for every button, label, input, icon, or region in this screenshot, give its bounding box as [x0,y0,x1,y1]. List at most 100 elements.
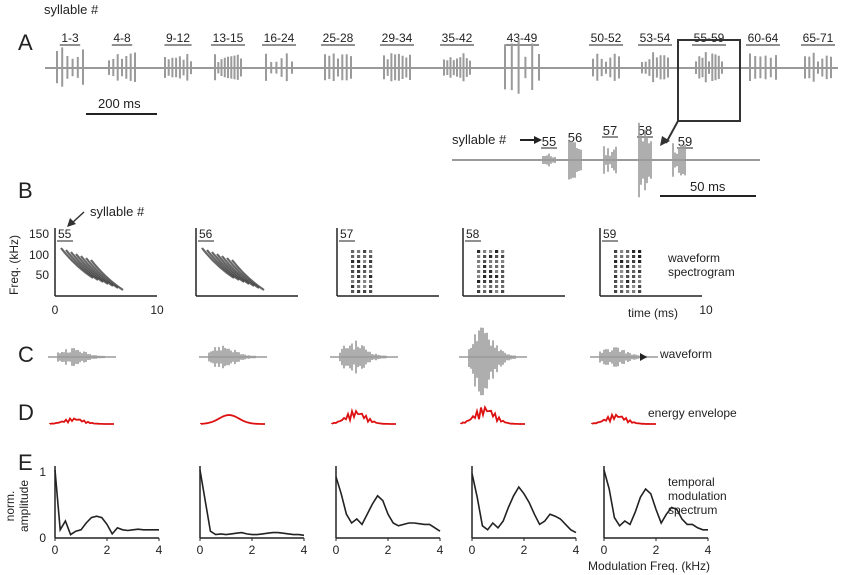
spectrogram-cell [477,250,481,253]
spectrum-x-tick-label: 2 [521,543,528,557]
syllable-group-waveform [695,52,723,83]
spectrogram-cell [501,265,505,268]
panel-a-waveform [56,39,832,94]
spectrogram-cell [626,275,630,278]
panel-b-ytick-50: 50 [36,268,50,282]
spectrogram-cell [483,270,487,273]
syllable-group-label: 53-54 [640,31,671,45]
spectrogram-cell [638,290,642,293]
panel-d: energy envelope [49,404,737,425]
spectrum-x-tick-label: 4 [301,543,308,557]
panel-e-ytick-0: 0 [39,531,46,545]
panel-b-side-label-spectrogram: spectrogram [668,265,735,279]
inset-waveform [542,122,686,198]
syllable-group-waveform [641,52,669,83]
panel-e-side-label-line-3: spectrum [668,503,717,517]
spectrogram-cell [501,250,505,253]
spectrogram-harmonic [216,253,250,285]
panel-a-header: syllable # [44,2,99,17]
spectrogram-cell [614,255,618,258]
syllable-group-waveform [265,53,293,82]
spectrogram-cell [638,260,642,263]
spectrogram-harmonic [75,253,109,285]
spectrum-x-tick-label: 0 [601,543,608,557]
spectrogram-cell [483,265,487,268]
spectrogram-cell [614,285,618,288]
panel-letter-d: D [18,400,34,425]
energy-envelope-59 [591,412,656,425]
spectrogram-syllable-label: 59 [603,227,617,241]
syllable-group-waveform [108,52,136,82]
syllable-group-label: 9-12 [166,31,190,45]
panel-e-side-label-line-1: temporal [668,475,715,489]
spectrogram-harmonic [80,255,114,287]
spectrum-x-tick-label: 0 [469,543,476,557]
syllable-group-waveform [443,53,471,82]
spectrogram-cell [632,290,636,293]
syllable-group-waveform [324,53,352,81]
spectrogram-cell [614,250,618,253]
inset-syllable-waveform [568,140,582,180]
panel-b-xtick-0: 0 [52,303,59,317]
spectrogram-56: 56 [195,227,298,297]
energy-envelope-58 [460,404,525,425]
scale-label-200ms: 200 ms [98,96,141,111]
panel-b: syllable # Freq. (kHz) 150 100 50 0 10 t… [7,204,735,320]
syllable-group-label: 13-15 [213,31,244,45]
energy-envelope-57 [331,407,396,425]
spectrogram-cell [626,280,630,283]
spectrum-line-58 [471,473,577,534]
zoom-arrowhead [660,136,670,146]
spectrogram-59: 59 [599,227,702,297]
spectrogram-cell [626,285,630,288]
spectrum-x-tick-label: 4 [437,543,444,557]
panel-b-side-label-waveform: waveform [667,251,720,265]
spectrogram-cell [638,265,642,268]
panel-e-ylabel-line-1: norm. [3,491,17,522]
panel-b-ytick-100: 100 [29,248,49,262]
spectrogram-cell [369,290,373,293]
panel-b-ytick-150: 150 [29,227,49,241]
spectrogram-cell [483,285,487,288]
spectrogram-cell [351,285,355,288]
spectrogram-cell [477,290,481,293]
spectrogram-cell [626,290,630,293]
inset-arrowhead [534,136,542,144]
spectrogram-harmonic [90,259,124,291]
panel-letter-e: E [18,450,33,475]
inset-syllable-label: 57 [603,123,617,138]
spectrogram-cell [620,270,624,273]
spectrogram-cell [495,260,499,263]
spectrogram-cell [477,255,481,258]
spectrogram-cell [369,265,373,268]
spectrogram-cell [369,270,373,273]
spectrogram-cell [477,280,481,283]
spectrum-line-57 [335,476,441,532]
spectrogram-cell [489,250,493,253]
spectrogram-cell [357,290,361,293]
syllable-group-waveform [383,53,411,82]
spectrogram-cell [632,285,636,288]
syllable-group-waveform [804,52,832,82]
spectrogram-cell [495,290,499,293]
panel-letter-a: A [18,30,33,55]
spectrogram-cell [638,275,642,278]
waveform-58 [459,327,527,396]
spectrogram-cell [351,290,355,293]
panel-b-annotation-arrow [71,211,85,224]
spectrogram-cell [614,280,618,283]
spectrogram-cell [483,280,487,283]
spectrogram-cell [495,275,499,278]
spectrogram-cell [483,255,487,258]
spectrum-x-tick-label: 0 [52,543,59,557]
spectrogram-cell [363,265,367,268]
spectrogram-cell [351,260,355,263]
spectrogram-cell [632,275,636,278]
spectrogram-cell [369,275,373,278]
spectrogram-cell [495,270,499,273]
